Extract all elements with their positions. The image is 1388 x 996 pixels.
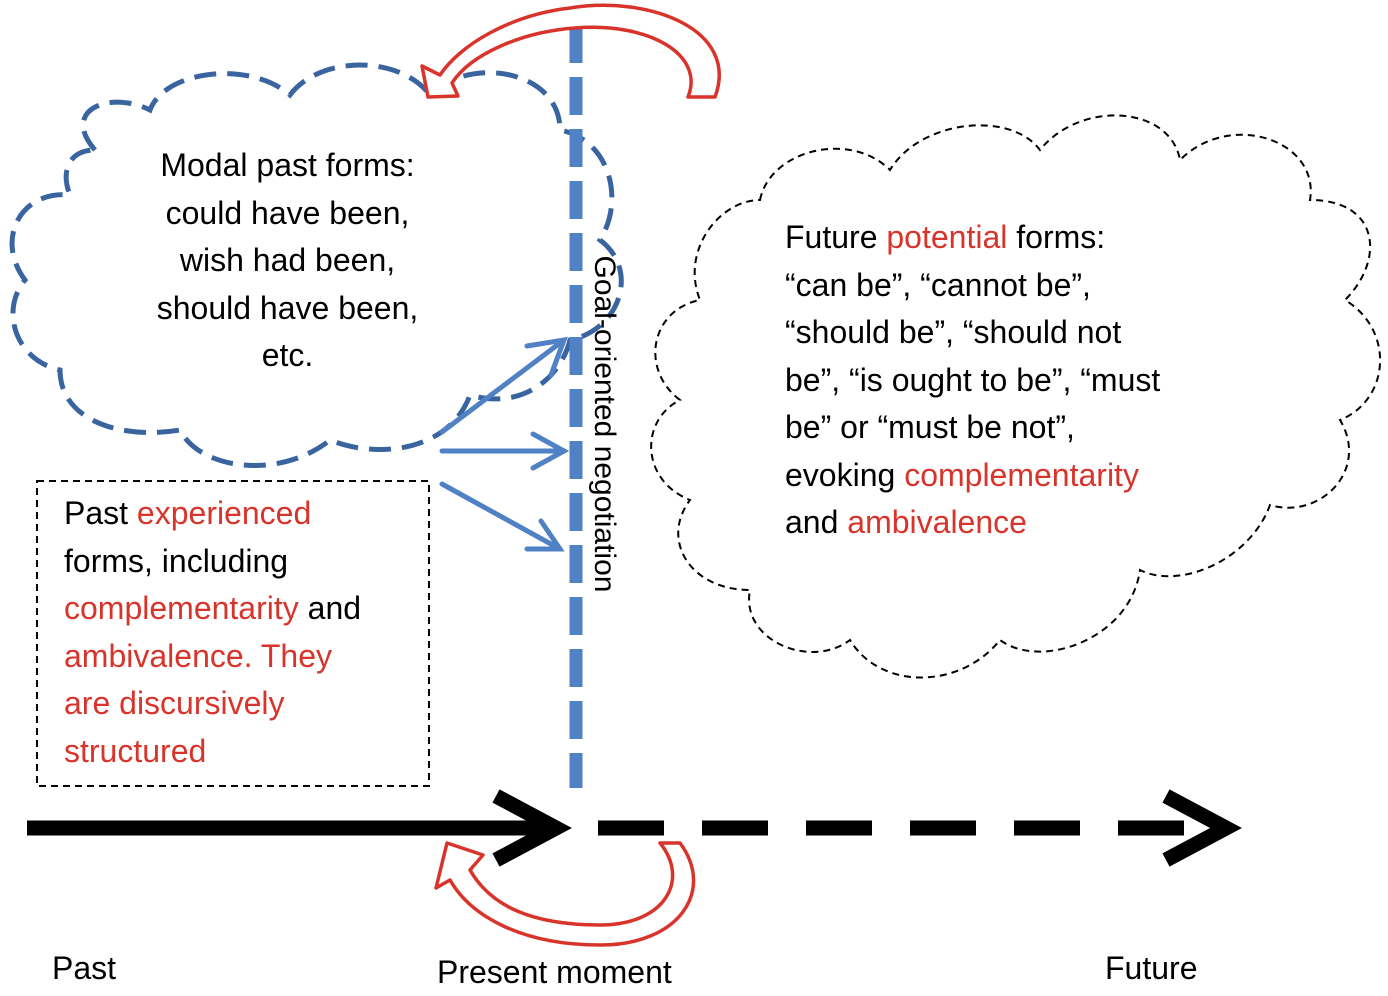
future-line-4: be”, “is ought to be”, “must: [785, 361, 1161, 398]
past-box-line-5: are discursively: [64, 685, 285, 721]
past-experienced-text: Past experienced forms, including comple…: [64, 490, 424, 775]
blue-arrow-up-head: [524, 336, 568, 378]
timeline-past-label: Past: [52, 950, 117, 986]
goal-oriented-negotiation-label: Goal-oriented negotiation: [588, 255, 621, 593]
blue-arrow-up: [439, 337, 567, 435]
future-line-5: be” or “must be not”,: [785, 409, 1075, 445]
future-line-6: evoking complementarity: [785, 456, 1139, 493]
past-box-line-6: structured: [64, 732, 207, 769]
modal-past-line-4: should have been,: [156, 289, 419, 326]
past-box-line-3: complementarity and: [64, 590, 362, 626]
modal-past-line-1: Modal past forms:: [160, 147, 415, 183]
timeline-future-arrow: [598, 789, 1242, 867]
modal-past-cloud: [9, 62, 624, 468]
modal-past-text: Modal past forms: could have been, wish …: [130, 142, 445, 380]
red-curved-arrow-bottom: [434, 841, 696, 947]
blue-arrow-down-head: [524, 518, 565, 552]
blue-arrow-middle-head: [530, 431, 570, 471]
timeline-future-label: Future: [1105, 950, 1198, 986]
future-cloud: [650, 114, 1381, 679]
future-potential-text: Future potential forms: “can be”, “canno…: [785, 214, 1245, 547]
timeline-past-arrow: [27, 789, 572, 867]
past-experienced-box: [36, 480, 430, 787]
future-line-7: and ambivalence: [785, 504, 1027, 540]
modal-past-line-5: etc.: [261, 337, 314, 373]
future-line-3: “should be”, “should not: [785, 314, 1122, 350]
timeline-present-label: Present moment: [437, 954, 672, 990]
future-line-1: Future potential forms:: [785, 219, 1106, 255]
past-box-line-2: forms, including: [64, 542, 289, 579]
past-box-line-1: Past experienced: [64, 495, 312, 531]
blue-arrows: [439, 336, 570, 552]
modal-past-line-2: could have been,: [165, 194, 410, 231]
modal-past-line-3: wish had been,: [179, 242, 396, 278]
future-line-2: “can be”, “cannot be”,: [785, 266, 1091, 303]
blue-arrow-down: [439, 481, 563, 552]
red-curved-arrow-top: [420, 3, 721, 99]
past-box-line-4: ambivalence. They: [64, 637, 332, 674]
